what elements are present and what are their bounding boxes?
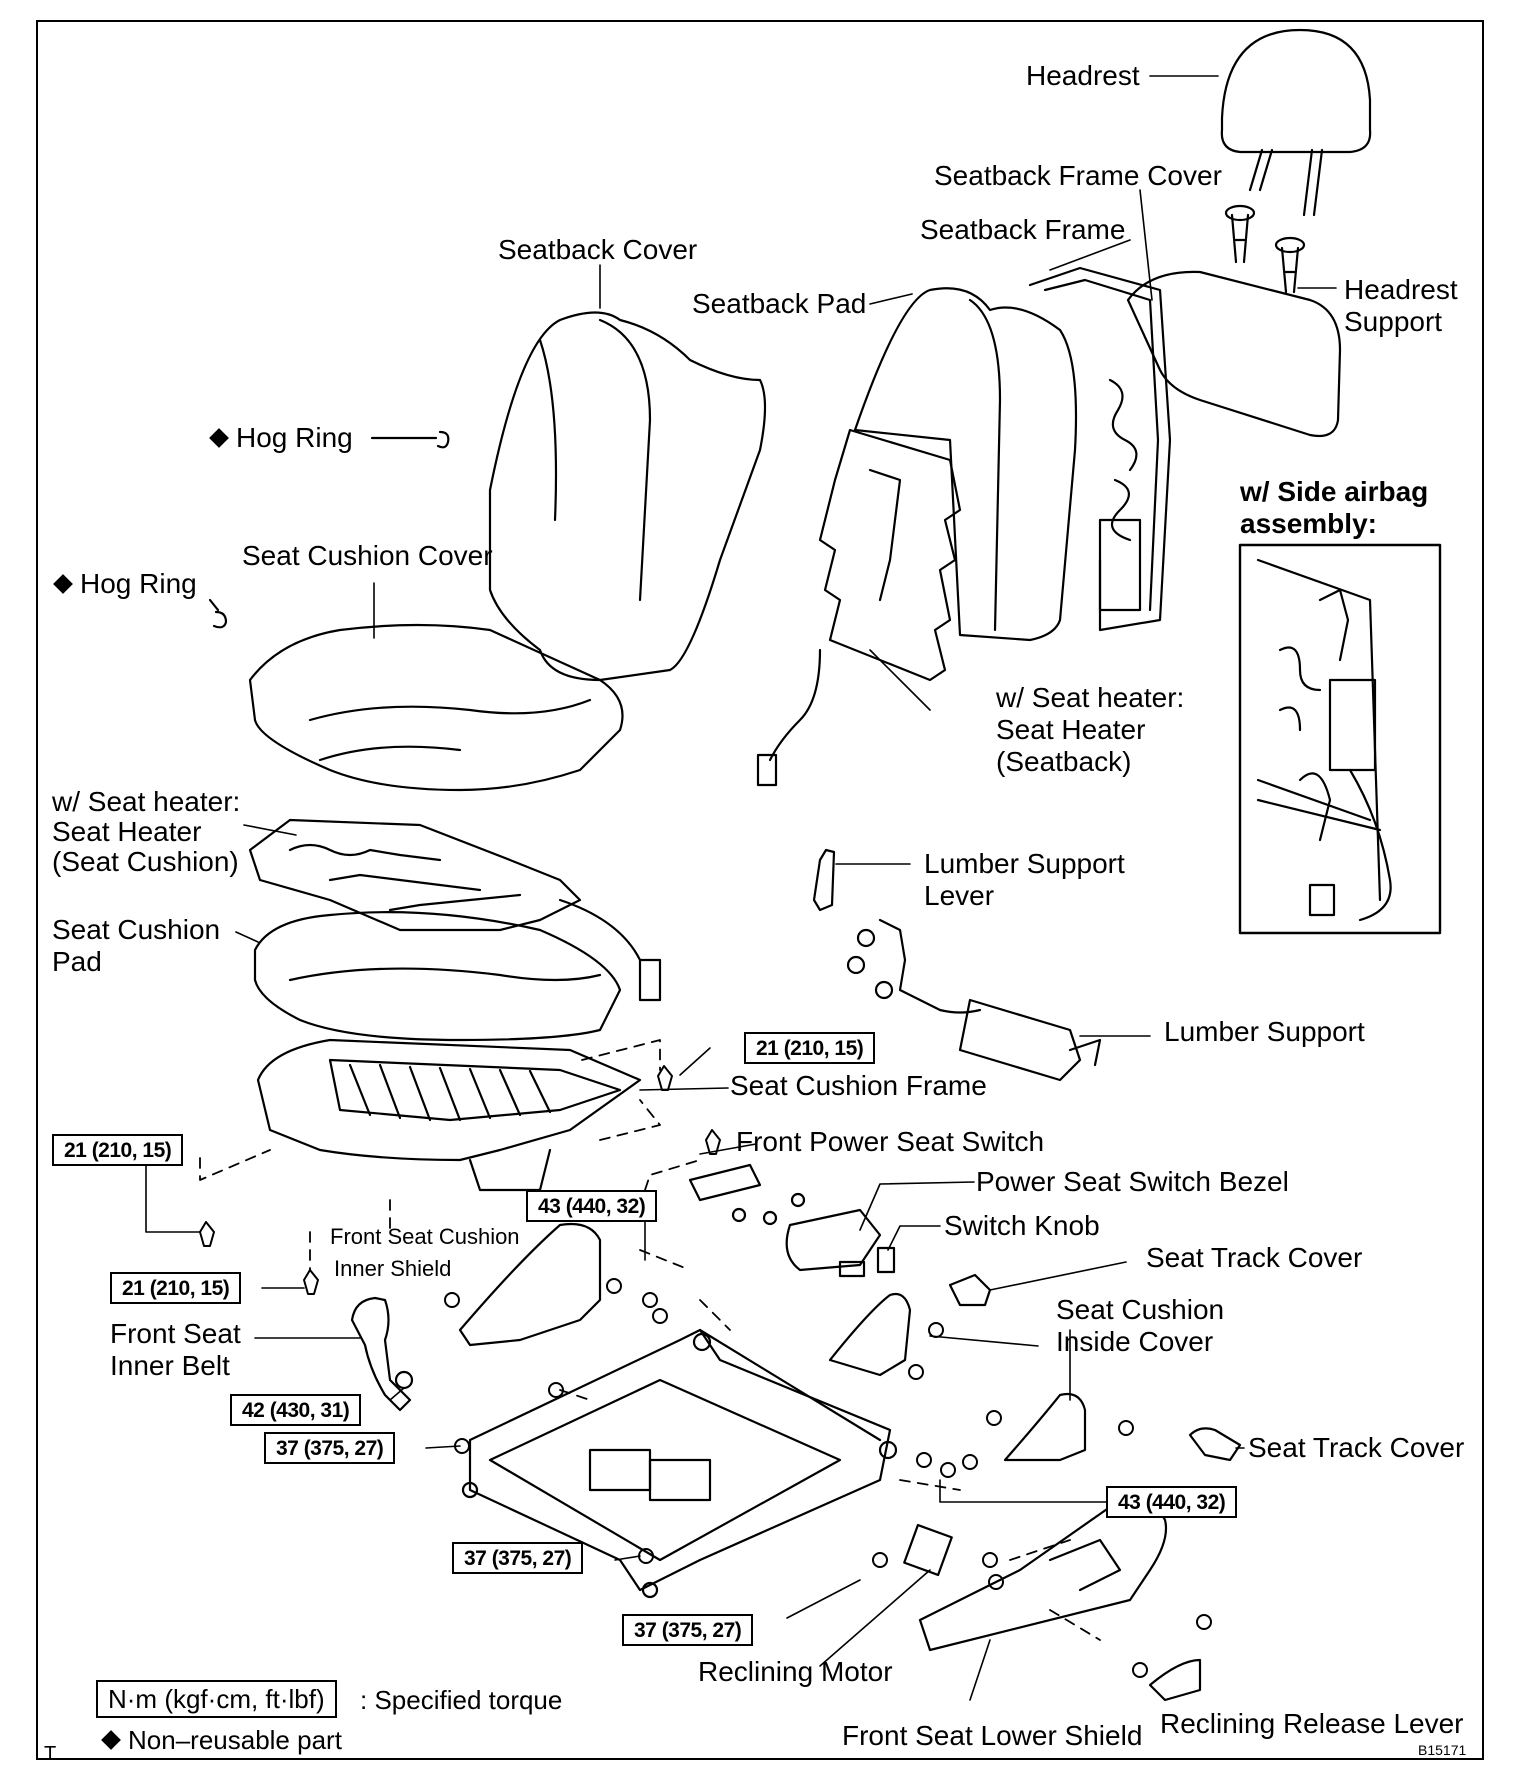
figure-code: B15171 [1418,1742,1467,1758]
lower-shield-part [918,1496,1168,1652]
seatback-frame-part [1028,266,1172,632]
label-side-airbag-line2: assembly: [1240,508,1377,539]
label-headrest-support-line2: Support [1344,306,1443,337]
torque-spec-shield: 21 (210, 15) [110,1272,242,1304]
legend-non-reusable-text: Non–reusable part [128,1725,342,1755]
label-headrest-support-line1: Headrest [1344,274,1458,305]
label-reclining-motor: Reclining Motor [698,1656,893,1687]
torque-spec-motor: 37 (375, 27) [622,1614,754,1646]
label-seat-heater-cushion-line1: w/ Seat heater: [52,786,241,817]
label-side-airbag-line1: w/ Side airbag [1240,476,1429,507]
headrest-support-part [1224,204,1306,294]
lumber-support-part [812,848,1102,1082]
seat-cushion-frame-part [256,1038,642,1192]
label-lumber-support-lever-line2: Lever [924,880,995,911]
torque-spec-adjuster-bottom: 37 (375, 27) [452,1542,584,1574]
label-reclining-release-lever: Reclining Release Lever [1160,1708,1464,1739]
label-hog-ring-2: Hog Ring [53,568,197,600]
seat-track-cover-part-1 [948,1273,992,1307]
dashed-lines [199,1039,1101,1641]
inset-box [1238,543,1442,935]
label-lumber-support: Lumber Support [1164,1016,1365,1047]
torque-spec-inner-belt: 42 (430, 31) [230,1394,362,1426]
label-seatback-pad: Seatback Pad [692,288,867,319]
inner-shield-part [458,1222,602,1347]
seat-cushion-pad-part [253,911,622,1042]
label-seat-cushion-cover: Seat Cushion Cover [242,540,493,571]
label-inside-cover-line2: Inside Cover [1056,1326,1214,1357]
hog-ring-2-text: Hog Ring [80,568,197,599]
hog-ring-part-2 [208,598,228,629]
torque-spec-adjuster-right: 43 (440, 32) [1106,1486,1238,1518]
label-front-power-seat-switch: Front Power Seat Switch [736,1126,1045,1157]
torque-spec-seat-cushion-frame: 21 (210, 15) [744,1032,876,1064]
label-front-seat-lower-shield: Front Seat Lower Shield [842,1720,1143,1751]
seat-track-cover-part-2 [1188,1427,1242,1462]
seatback-heater-part [756,428,962,787]
label-inner-belt-line2: Inner Belt [110,1350,230,1381]
label-seat-heater-seatback-line3: (Seatback) [996,746,1132,777]
label-inside-cover-line1: Seat Cushion [1056,1294,1225,1325]
bolts [199,1065,1212,1678]
label-hog-ring-1: Hog Ring [209,422,353,454]
seatback-frame-cover-part [1126,270,1342,438]
seatback-cover-part [488,311,767,682]
hog-ring-part-1 [370,430,450,449]
label-inner-shield-line1: Front Seat Cushion [330,1224,520,1249]
label-seat-cushion-frame: Seat Cushion Frame [730,1070,987,1101]
label-seatback-frame-cover: Seatback Frame Cover [934,160,1222,191]
legend-non-reusable: Non–reusable part [101,1724,342,1756]
inside-cover-part-2 [1003,1392,1087,1462]
leader-lines [235,75,1337,1701]
torque-spec-switch: 43 (440, 32) [526,1190,658,1222]
label-seat-heater-seatback-line1: w/ Seat heater: [996,682,1185,713]
legend-unit-box: N·m (kgf·cm, ft·lbf) [96,1680,337,1718]
label-inner-belt-line1: Front Seat [110,1318,241,1349]
label-seatback-cover: Seatback Cover [498,234,698,265]
diamond-icon [53,574,73,594]
label-seat-heater-cushion-line3: (Seat Cushion) [52,846,239,877]
label-seat-heater-cushion-line2: Seat Heater [52,816,202,847]
label-seat-heater-seatback-line2: Seat Heater [996,714,1146,745]
inset-drawing [1256,558,1392,922]
seat-adjuster-part [461,1328,898,1599]
hog-ring-1-text: Hog Ring [236,422,353,453]
label-inner-shield-line2: Inner Shield [334,1256,452,1281]
label-seat-cushion-pad-line2: Pad [52,946,102,977]
seatback-pad-part [853,287,1078,642]
diagram-frame [36,20,1484,1760]
label-power-seat-switch-bezel: Power Seat Switch Bezel [976,1166,1289,1197]
inside-cover-part-1 [828,1292,912,1377]
label-seat-cushion-pad-line1: Seat Cushion [52,914,221,945]
power-seat-switch-part [688,1163,896,1278]
label-lumber-support-lever-line1: Lumber Support [924,848,1125,879]
reclining-motor-part [903,1523,953,1577]
seat-cushion-heater-part [248,818,662,1002]
label-switch-knob: Switch Knob [944,1210,1100,1241]
label-headrest: Headrest [1026,60,1140,91]
label-seat-track-cover-1: Seat Track Cover [1146,1242,1363,1273]
label-seatback-frame: Seatback Frame [920,214,1126,245]
headrest-part [1220,28,1372,217]
legend-unit-desc: : Specified torque [360,1685,563,1715]
label-seat-track-cover-2: Seat Track Cover [1248,1432,1465,1463]
corner-mark: T [44,1743,57,1765]
seat-cushion-cover-part [248,623,624,792]
torque-spec-adjuster-front: 37 (375, 27) [264,1432,396,1464]
diamond-icon [101,1730,121,1750]
diamond-icon [209,428,229,448]
torque-spec-cushion-left: 21 (210, 15) [52,1134,184,1166]
release-lever-part [1148,1658,1202,1702]
